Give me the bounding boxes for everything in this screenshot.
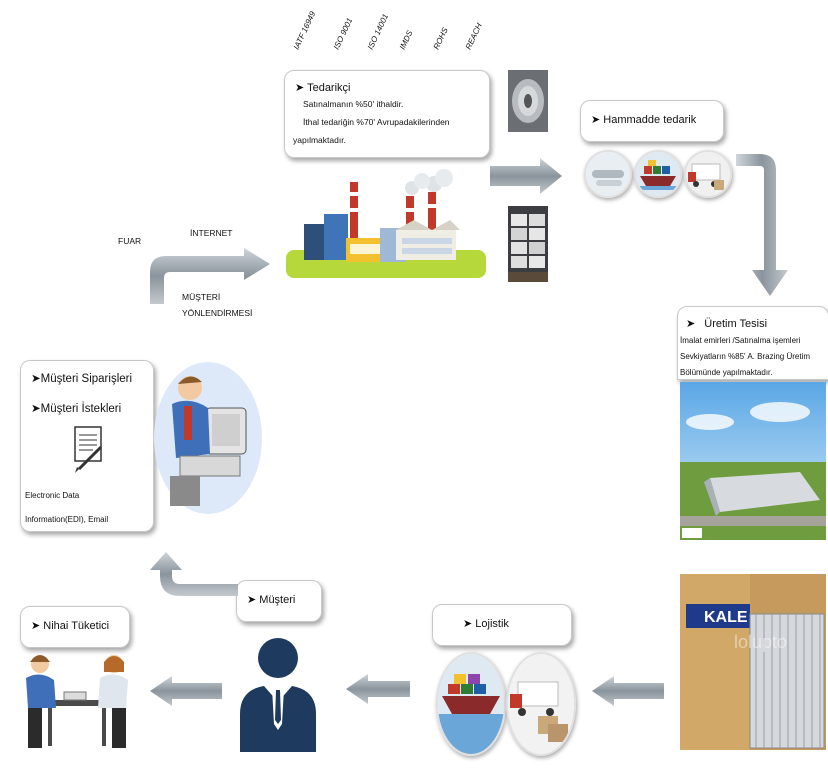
flow-arrow-down xyxy=(736,154,788,296)
channel-label-redirect: YÖNLENDİRMESİ xyxy=(182,308,253,318)
production-line: İmalat emirleri /Satınalma işemleri xyxy=(680,336,801,345)
raw-material-title: Hammadde tedarik xyxy=(603,114,697,126)
arrowhead-bullet-icon: ➤ xyxy=(686,318,699,330)
supplier-box: ➤ Tedarikçi Satınalmanın %50' ithaldir. … xyxy=(284,70,490,158)
flow-arrow-left xyxy=(150,676,222,706)
customer-requests-item: Müşteri İstekleri xyxy=(40,403,122,415)
channel-label-internet: İNTERNET xyxy=(190,228,233,238)
edi-line: Information(EDI), Email xyxy=(25,515,109,524)
cargo-ship-circle xyxy=(436,652,506,756)
arrowhead-bullet-icon: ➤ xyxy=(31,620,44,632)
customer-orders-box: ➤Müşteri Siparişleri ➤Müşteri İstekleri … xyxy=(20,360,154,532)
flow-arrow-right xyxy=(490,158,562,194)
flow-arrow-left xyxy=(592,676,664,706)
arrowhead-bullet-icon: ➤ xyxy=(31,373,41,385)
document-pen-icon xyxy=(74,426,103,473)
cert-label: IMDS xyxy=(397,29,415,51)
product-box-photo: KALE lolupto xyxy=(680,574,826,750)
truck-circle xyxy=(506,652,576,756)
material-bags-photo xyxy=(508,206,548,282)
supplier-line: İthal tedariğin %70' Avrupadakilerinden xyxy=(303,117,450,127)
logistics-title: Lojistik xyxy=(475,618,509,630)
cert-label: ISO 14001 xyxy=(365,12,391,51)
flow-arrow-left xyxy=(346,674,410,704)
channel-arrow xyxy=(150,248,270,304)
production-line: Sevkiyatların %85' A. Brazing Üretim xyxy=(680,352,811,361)
production-line: Bölümünde yapılmaktadır. xyxy=(680,368,773,377)
aluminum-coil-photo xyxy=(508,70,548,132)
channel-label-fair: FUAR xyxy=(118,236,142,246)
production-title: Üretim Tesisi xyxy=(704,318,768,330)
meeting-illustration xyxy=(26,655,128,748)
arrowhead-bullet-icon: ➤ xyxy=(247,594,260,606)
cert-label: REACH xyxy=(463,21,484,51)
customer-orders-item: Müşteri Siparişleri xyxy=(40,373,133,385)
channel-label-redirect: MÜŞTERİ xyxy=(182,292,221,302)
logistics-box: ➤ Lojistik xyxy=(432,604,572,646)
arrowhead-bullet-icon: ➤ xyxy=(31,403,41,415)
supplier-line: Satınalmanın %50' ithaldir. xyxy=(303,99,404,109)
arrowhead-bullet-icon: ➤ xyxy=(295,82,308,94)
arrowhead-bullet-icon: ➤ xyxy=(591,114,604,126)
arrowhead-bullet-icon: ➤ xyxy=(463,618,476,630)
factory-aerial-photo xyxy=(680,382,826,540)
product-watermark-text: lolupto xyxy=(734,632,787,652)
customer-box: ➤ Müşteri xyxy=(236,580,322,622)
supplier-line: yapılmaktadır. xyxy=(293,135,346,145)
cert-label: ROHS xyxy=(431,26,450,51)
product-brand-text: KALE xyxy=(704,609,748,626)
pipe-circle xyxy=(584,150,632,198)
production-box: ➤ Üretim Tesisi İmalat emirleri /Satınal… xyxy=(677,306,828,380)
end-consumer-title: Nihai Tüketici xyxy=(43,620,110,632)
raw-material-box: ➤ Hammadde tedarik xyxy=(580,100,724,142)
end-consumer-box: ➤ Nihai Tüketici xyxy=(20,606,130,648)
customer-person-icon xyxy=(240,638,316,752)
factory-illustration xyxy=(286,169,486,278)
supplier-title: Tedarikçi xyxy=(307,82,351,94)
customer-computer-illustration xyxy=(154,362,262,514)
truck-circle xyxy=(684,150,732,198)
customer-title: Müşteri xyxy=(259,594,296,606)
edi-line: Electronic Data xyxy=(25,491,80,500)
cargo-ship-circle xyxy=(634,150,682,198)
cert-label: IATF 16949 xyxy=(291,9,318,52)
cert-label: ISO 9001 xyxy=(331,16,355,51)
flow-arrow-up xyxy=(150,552,238,596)
